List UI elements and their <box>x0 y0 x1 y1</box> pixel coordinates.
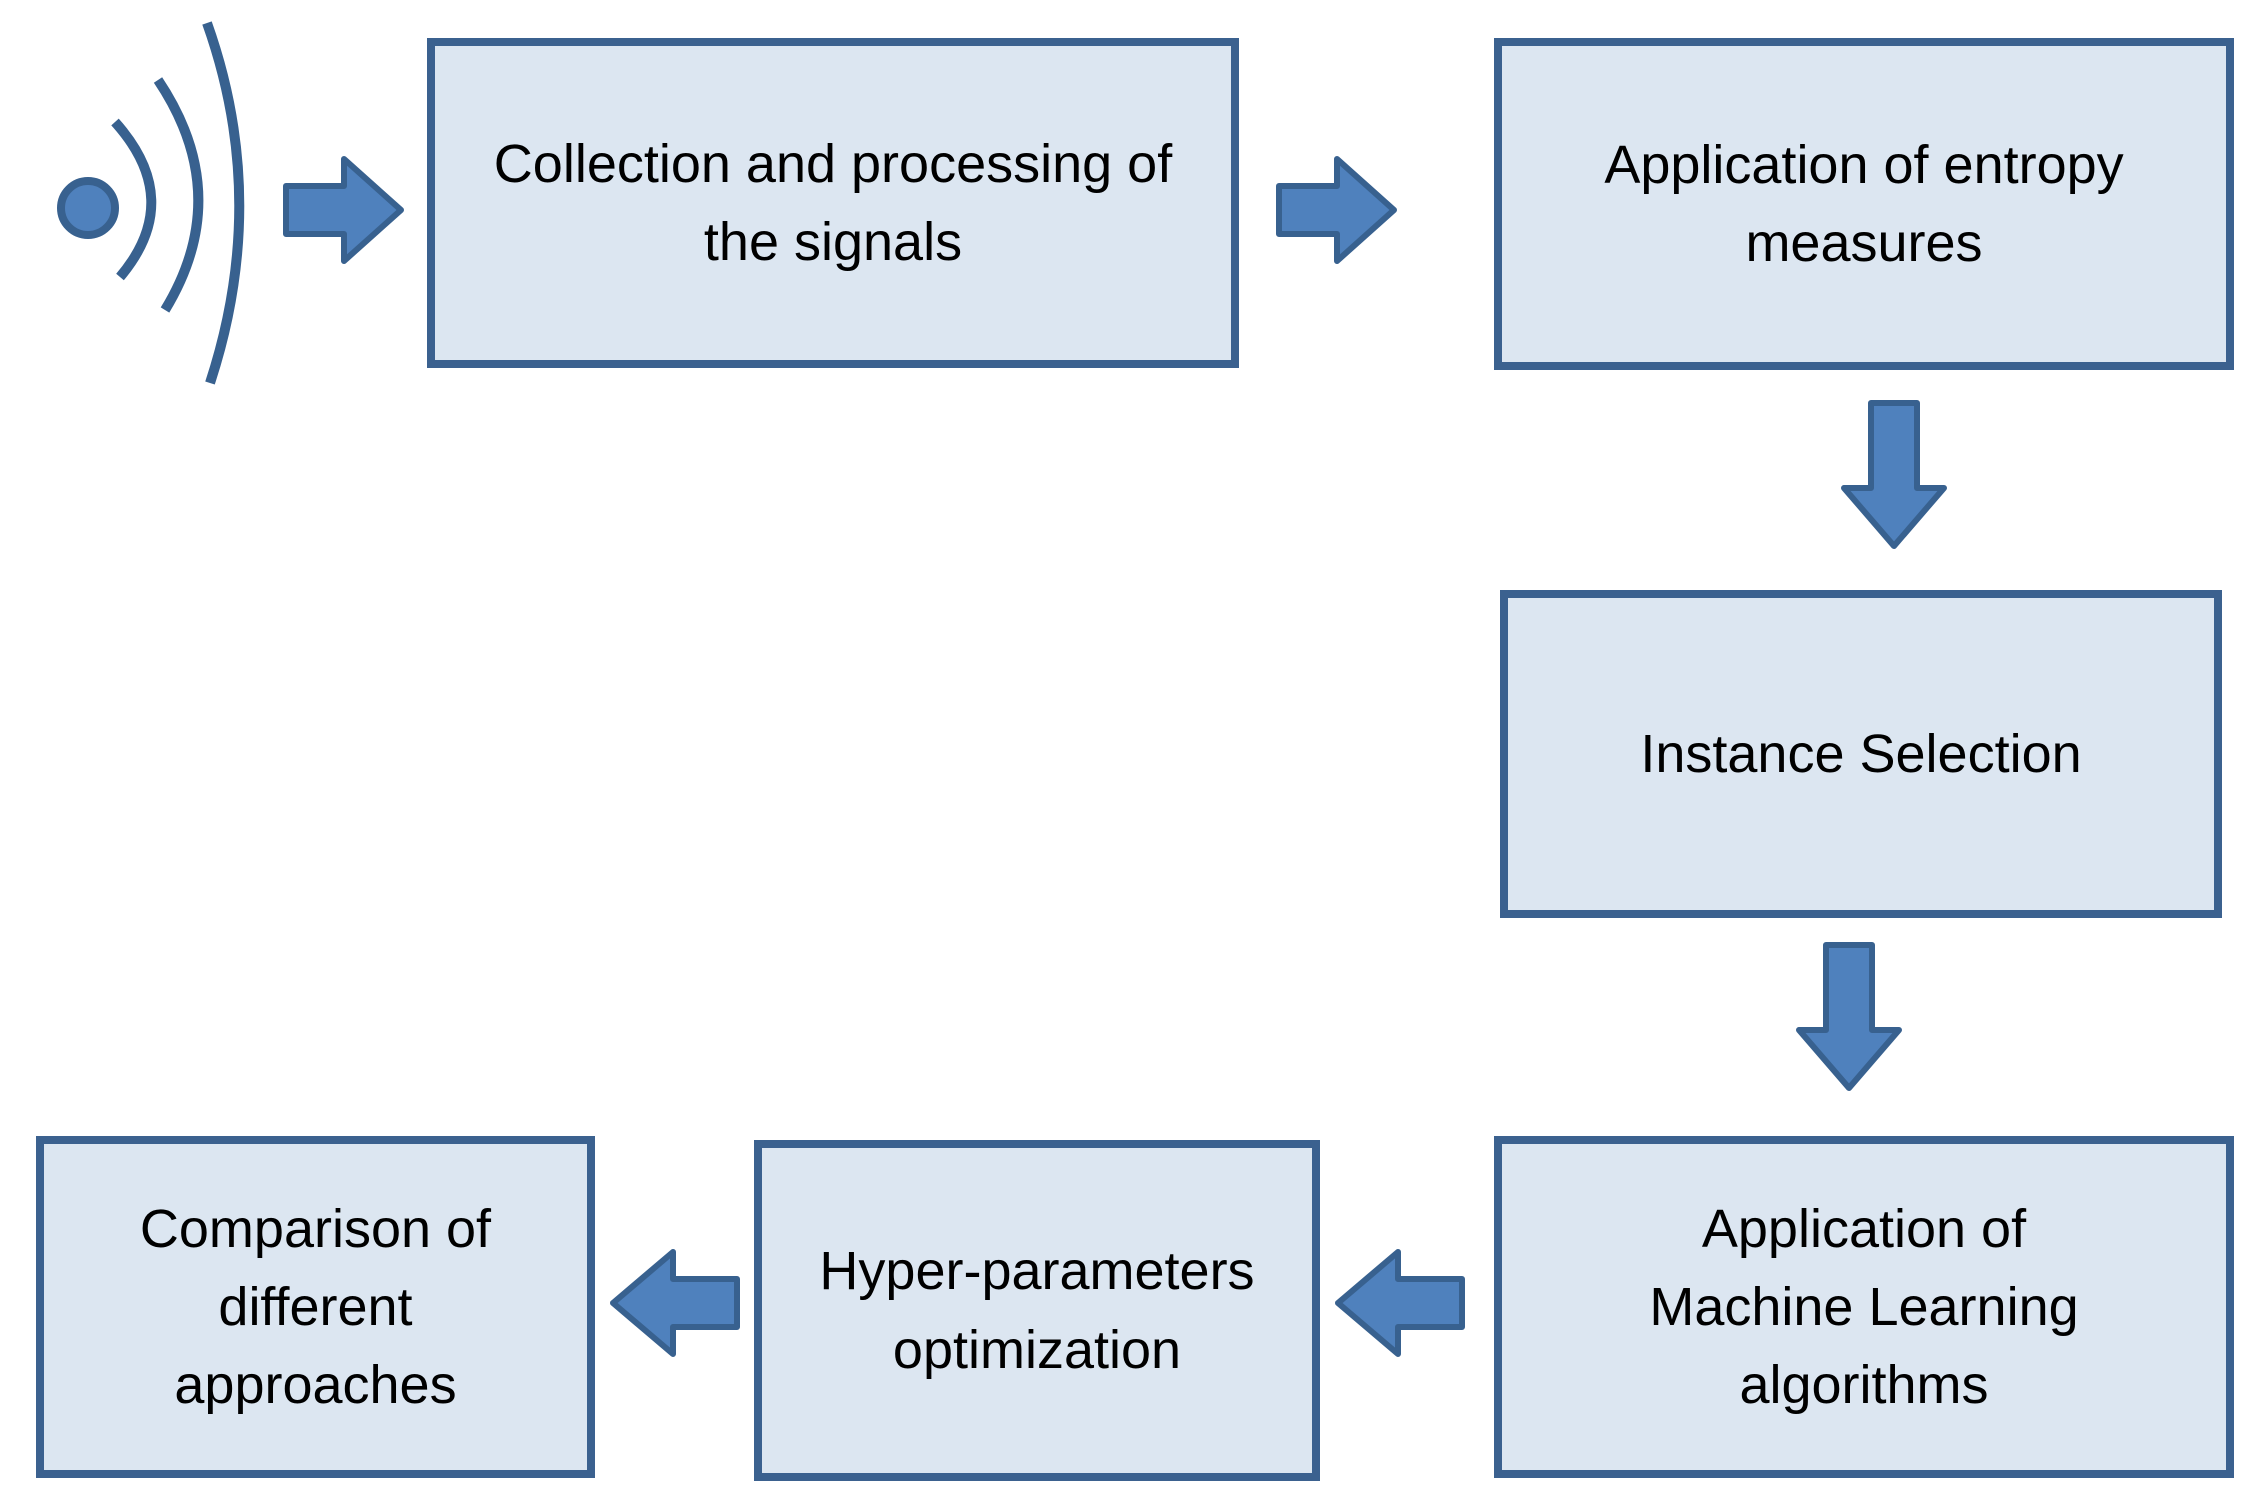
arrow-left-icon <box>610 1249 740 1357</box>
arrow-right-icon <box>283 156 404 264</box>
arrow-down-icon <box>1796 942 1902 1091</box>
node-entropy-measures: Application of entropy measures <box>1494 38 2234 370</box>
node-instance-selection: Instance Selection <box>1500 590 2222 918</box>
node-hyperparameters-optimization: Hyper-parameters optimization <box>754 1140 1320 1481</box>
signal-waves-icon <box>57 21 245 385</box>
arrow-down-icon <box>1841 400 1947 549</box>
node-collection-processing: Collection and processing of the signals <box>427 38 1239 368</box>
arrow-right-icon <box>1276 156 1397 264</box>
node-label: Collection and processing of the signals <box>493 133 1173 272</box>
node-label: Comparison of different approaches <box>139 1198 492 1416</box>
node-label: Application of Machine Learning algorith… <box>1649 1198 2079 1416</box>
node-comparison-approaches: Comparison of different approaches <box>36 1136 595 1478</box>
node-machine-learning-algorithms: Application of Machine Learning algorith… <box>1494 1136 2234 1478</box>
arrow-left-icon <box>1335 1249 1465 1357</box>
node-label: Hyper-parameters optimization <box>819 1241 1255 1380</box>
node-label: Application of entropy measures <box>1604 134 2124 273</box>
node-label: Instance Selection <box>1640 723 2082 784</box>
